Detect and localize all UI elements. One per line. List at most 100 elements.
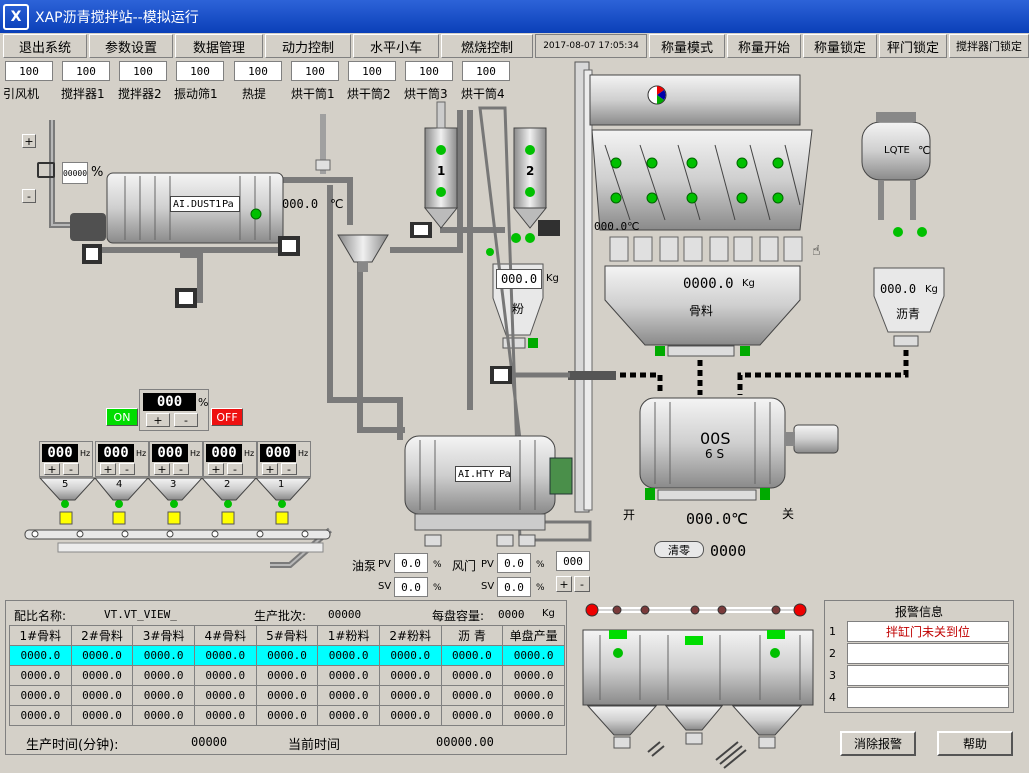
mixer-temp: 000.0℃ — [686, 510, 748, 528]
table-cell: 0000.0 — [255, 705, 319, 726]
menu-cart-button[interactable]: 水平小车 — [353, 34, 439, 58]
main-off-button[interactable]: OFF — [211, 408, 243, 426]
recipe-name-value: VT.VT_VIEW_ — [104, 608, 177, 621]
table-cell: 0000.0 — [132, 705, 195, 726]
main-on-button[interactable]: ON — [106, 408, 138, 426]
feeder-4-minus-button[interactable]: - — [119, 463, 135, 476]
asphalt-label: 沥青 — [896, 307, 921, 321]
drum-pressure-unit: Pa — [499, 469, 511, 480]
air-pv-unit: % — [536, 560, 545, 570]
batch-value: 00000 — [328, 608, 362, 621]
feeder-5-plus-button[interactable]: + — [44, 463, 60, 476]
weigh-lock-button[interactable]: 称量锁定 — [803, 34, 877, 58]
damper-value[interactable]: 00000 — [62, 162, 88, 184]
menu-params-button[interactable]: 参数设置 — [89, 34, 173, 58]
air-sv-input[interactable]: 0.0 — [497, 577, 531, 597]
feeder-2-unit: Hz — [244, 449, 255, 458]
main-freq-plus-button[interactable]: + — [146, 413, 170, 427]
feeder-2-minus-button[interactable]: - — [227, 463, 243, 476]
col-header: 4#骨料 — [193, 625, 257, 646]
powder-weight-unit: Kg — [546, 273, 559, 284]
mixer-time-total: 00S — [700, 429, 731, 448]
feeder-4-plus-button[interactable]: + — [100, 463, 116, 476]
air-damper-label: 风门 — [452, 559, 477, 573]
motor-input-7[interactable]: 100 — [348, 61, 396, 81]
valve-icon — [37, 162, 55, 178]
motor-input-4[interactable]: 100 — [176, 61, 224, 81]
alarm-row: 2 — [829, 642, 1009, 664]
oil-pump-label: 油泵 — [352, 559, 377, 573]
feeder-3-plus-button[interactable]: + — [154, 463, 170, 476]
motor-input-3[interactable]: 100 — [119, 61, 167, 81]
feeder-1-minus-button[interactable]: - — [281, 463, 297, 476]
table-cell: 0000.0 — [9, 665, 72, 686]
table-cell: 0000.0 — [193, 685, 257, 706]
alarm-row-number: 4 — [829, 690, 836, 704]
feeder-1-display: 000 — [260, 444, 296, 462]
motor-input-5[interactable]: 100 — [234, 61, 282, 81]
damper-output-minus-button[interactable]: - — [574, 576, 590, 592]
table-cell: 0000.0 — [255, 685, 319, 706]
motor-label-9: 烘干筒4 — [461, 87, 505, 101]
main-freq-minus-button[interactable]: - — [174, 413, 198, 427]
clear-alarm-button[interactable]: 消除报警 — [840, 731, 916, 756]
asphalt-tank-tag: LQTE — [884, 145, 910, 156]
table-cell: 0000.0 — [70, 685, 134, 706]
damper-plus-button[interactable]: + — [22, 134, 36, 148]
production-time-value: 00000 — [191, 735, 228, 749]
scale-door-lock-button[interactable]: 秤门锁定 — [879, 34, 947, 58]
dust-pressure-unit: Pa — [222, 199, 234, 210]
motor-input-8[interactable]: 100 — [405, 61, 453, 81]
table-cell: 0000.0 — [9, 645, 72, 666]
damper-unit: % — [91, 165, 104, 180]
table-cell: 0000.0 — [502, 665, 565, 686]
alarm-row-text — [847, 664, 1009, 686]
asphalt-weight-unit: Kg — [925, 284, 938, 295]
feeder-5-minus-button[interactable]: - — [63, 463, 79, 476]
silo-2-label: 2 — [526, 164, 535, 178]
clear-button[interactable]: 清零 — [654, 541, 704, 558]
menu-burn-button[interactable]: 燃烧控制 — [441, 34, 533, 58]
table-cell: 0000.0 — [317, 705, 380, 726]
help-button[interactable]: 帮助 — [937, 731, 1013, 756]
weigh-mode-button[interactable]: 称量模式 — [649, 34, 725, 58]
current-time-label: 当前时间 — [288, 738, 341, 753]
motor-label-2: 搅拌器1 — [61, 87, 105, 101]
feeder-1-unit: Hz — [298, 449, 309, 458]
feeder-2-display: 000 — [206, 444, 242, 462]
feeder-5-number: 5 — [62, 479, 69, 490]
damper-minus-button[interactable]: - — [22, 189, 36, 203]
table-cell: 0000.0 — [502, 685, 565, 706]
feeder-3-number: 3 — [170, 479, 177, 490]
mixer-open-label: 开 — [623, 508, 636, 522]
damper-output-plus-button[interactable]: + — [556, 576, 572, 592]
weigh-start-button[interactable]: 称量开始 — [727, 34, 801, 58]
col-header: 单盘产量 — [502, 625, 565, 646]
motor-input-2[interactable]: 100 — [62, 61, 110, 81]
feeder-1-plus-button[interactable]: + — [262, 463, 278, 476]
air-sv-unit: % — [536, 583, 545, 593]
menu-power-button[interactable]: 动力控制 — [265, 34, 351, 58]
motor-input-6[interactable]: 100 — [291, 61, 339, 81]
table-cell: 0000.0 — [378, 685, 442, 706]
mixer-time-elapsed: 6 S — [705, 447, 725, 461]
recipe-table: 1#骨料 2#骨料 3#骨料 4#骨料 5#骨料 1#粉料 2#粉料 沥 青 单… — [9, 625, 565, 726]
alarm-row-number: 1 — [829, 624, 836, 638]
table-cell: 0000.0 — [255, 645, 319, 666]
menu-exit-button[interactable]: 退出系统 — [3, 34, 87, 58]
motor-input-9[interactable]: 100 — [462, 61, 510, 81]
oil-sv-input[interactable]: 0.0 — [394, 577, 428, 597]
alarm-row-text: 拌缸门未关到位 — [847, 620, 1009, 642]
damper-output-value: 000 — [556, 551, 590, 571]
menu-data-button[interactable]: 数据管理 — [175, 34, 263, 58]
feeder-2-plus-button[interactable]: + — [208, 463, 224, 476]
table-cell: 0000.0 — [378, 645, 442, 666]
motor-input-1[interactable]: 100 — [5, 61, 53, 81]
table-cell: 0000.0 — [317, 685, 380, 706]
feeder-3-minus-button[interactable]: - — [173, 463, 189, 476]
